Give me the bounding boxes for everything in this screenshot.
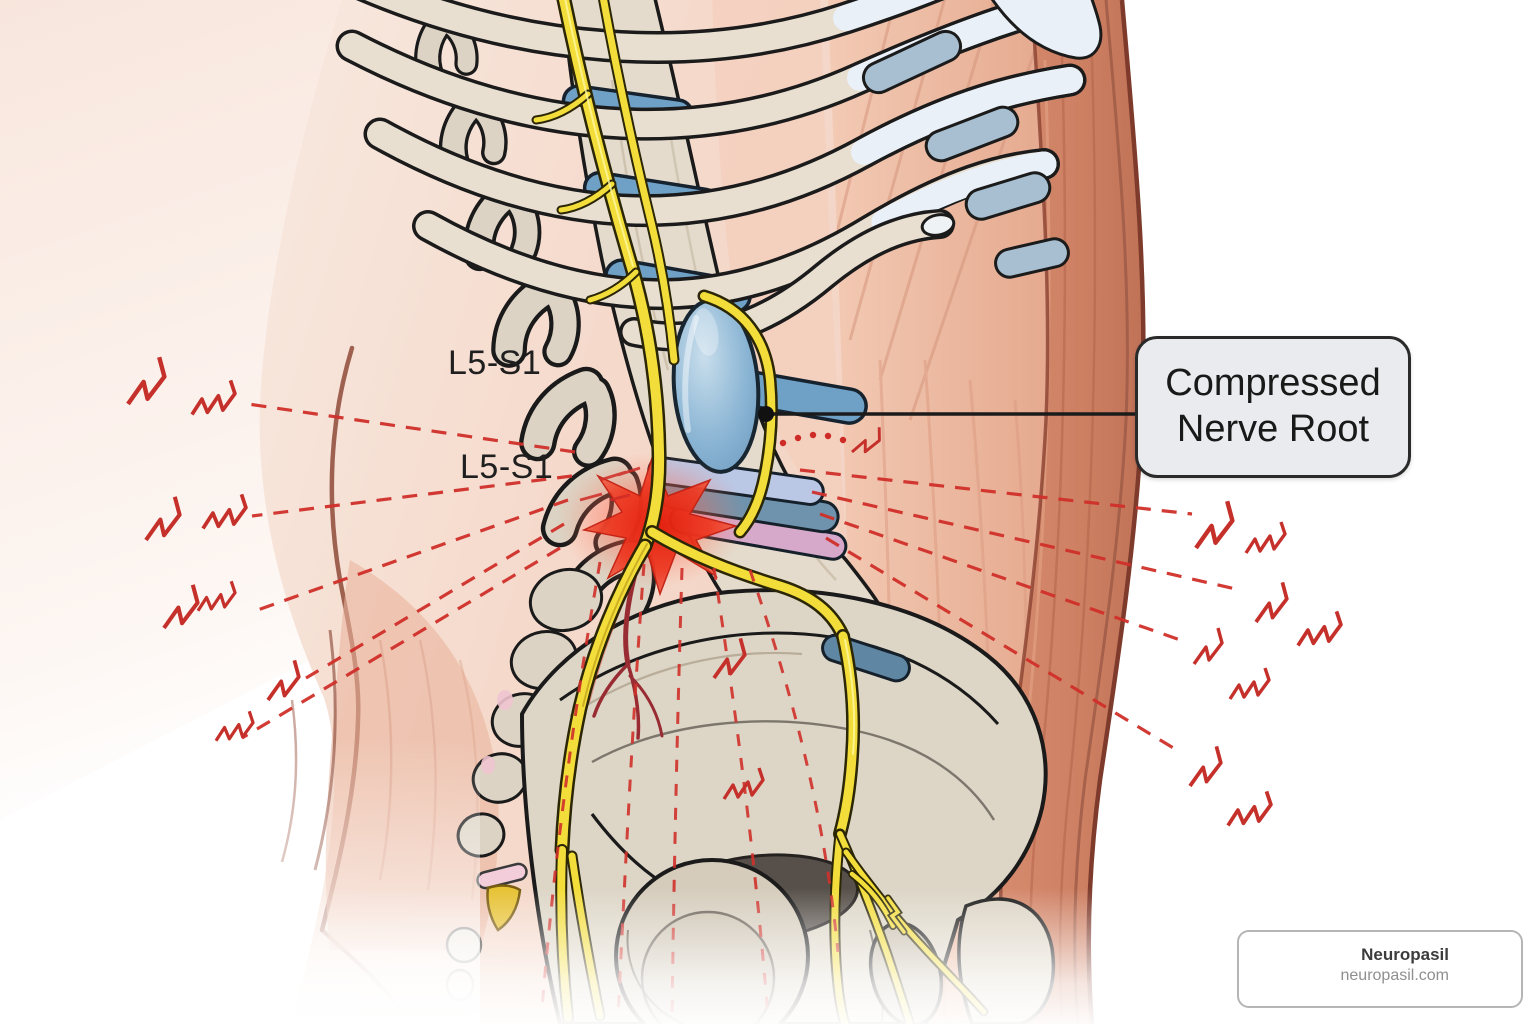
level-label-upper: L5-S1	[448, 344, 542, 382]
pain-line-left	[251, 474, 573, 518]
costal-cartilage-segment	[964, 171, 1052, 221]
pain-line-left	[247, 402, 576, 454]
pain-line-down	[540, 561, 602, 1009]
pain-line-left	[241, 546, 561, 740]
costal-cartilage-segment	[861, 29, 963, 95]
costal-cartilage-segment	[994, 237, 1070, 279]
level-label-lower: L5-S1	[460, 448, 554, 486]
pain-line-right	[811, 490, 1241, 592]
pain-line-right	[799, 468, 1193, 516]
costal-cartilage-segment	[924, 105, 1020, 163]
brand-url: neuropasil.com	[1340, 967, 1450, 985]
pain-dot-trail	[779, 431, 847, 447]
brand-name: Neuropasil	[1361, 945, 1449, 964]
pain-line-left	[251, 498, 569, 614]
ribcage	[335, 0, 1103, 352]
pain-line-right	[819, 512, 1187, 644]
callout-leader	[758, 406, 1150, 422]
callout-line2: Nerve Root	[1176, 408, 1370, 450]
brand-watermark: Neuropasil neuropasil.com	[1237, 930, 1523, 1008]
pain-line-right	[825, 536, 1181, 754]
herniated-disc-bulge	[671, 298, 761, 474]
callout-line1: Compressed	[1165, 362, 1381, 405]
compressed-nerve-root-callout: Compressed Nerve Root	[1135, 336, 1411, 478]
leader-dot	[758, 406, 774, 422]
